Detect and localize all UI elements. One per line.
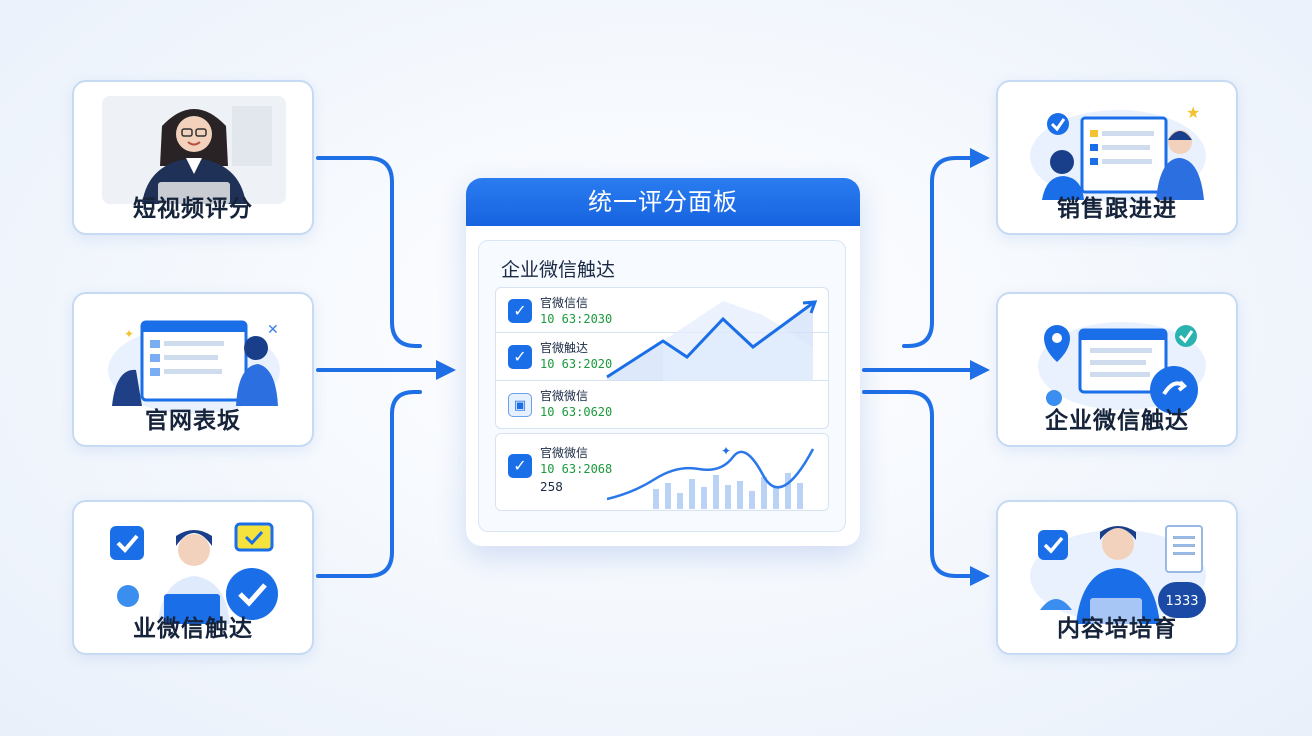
website-illustration: ✕ ✦ xyxy=(108,320,280,414)
wecom-illustration xyxy=(110,522,278,624)
wecom-reach-illustration xyxy=(1038,322,1206,414)
input-card-short-video: 短视频评分 xyxy=(72,80,314,235)
check-icon: ✓ xyxy=(508,345,532,369)
row-name: 官微微信 xyxy=(540,389,589,403)
trend-line-chart xyxy=(606,300,818,381)
panel-title: 统一评分面板 xyxy=(466,178,860,226)
output-card-wecom: 企业微信触达 xyxy=(996,292,1238,447)
svg-text:✦: ✦ xyxy=(721,444,731,458)
sales-illustration: ★ xyxy=(1030,103,1206,202)
score-row[interactable]: ▣ 官微微信 10 63:0620 xyxy=(495,381,829,429)
connector-input-1 xyxy=(316,156,422,348)
row-value: 10 63:2020 xyxy=(540,357,613,371)
output-label: 内容培培育 xyxy=(1057,616,1177,642)
svg-text:✦: ✦ xyxy=(124,327,134,341)
presenter-photo xyxy=(102,96,286,204)
panel-content: 企业微信触达 ✓ 官微信信 10 63:2030 ✓ 官微触达 10 63:20… xyxy=(478,240,846,532)
row-value: 10 63:0620 xyxy=(540,405,613,419)
input-card-wecom: 业微信触达 xyxy=(72,500,314,655)
connector-input-3 xyxy=(316,390,422,578)
check-icon: ✓ xyxy=(508,454,532,478)
connector-output-3 xyxy=(862,390,990,586)
row-name: 官微微信 xyxy=(540,446,589,460)
output-card-sales: ★ 销售跟进进 xyxy=(996,80,1238,235)
score-row[interactable]: ✓ 官微微信 10 63:2068 258 xyxy=(495,433,829,511)
svg-text:★: ★ xyxy=(1186,103,1200,122)
input-label: 业微信触达 xyxy=(133,616,253,642)
image-icon: ▣ xyxy=(508,393,532,417)
output-label: 企业微信触达 xyxy=(1045,408,1189,434)
content-nurture-illustration: 1333 xyxy=(1030,525,1206,624)
row-extra: 258 xyxy=(540,480,563,494)
input-label: 短视频评分 xyxy=(133,196,253,222)
svg-text:✕: ✕ xyxy=(267,322,279,338)
row-name: 官微触达 xyxy=(540,341,589,355)
input-card-website: ✕ ✦ 官网表坂 xyxy=(72,292,314,447)
row-value: 10 63:2030 xyxy=(540,312,613,326)
connector-output-1 xyxy=(902,148,990,348)
check-icon: ✓ xyxy=(508,299,532,323)
output-label: 销售跟进进 xyxy=(1057,196,1177,222)
section-title: 企业微信触达 xyxy=(501,259,616,281)
row-value: 10 63:2068 xyxy=(540,462,613,476)
input-label: 官网表坂 xyxy=(145,408,241,434)
output-card-content: 1333 内容培培育 xyxy=(996,500,1238,655)
row-name: 官微信信 xyxy=(540,296,589,310)
bar-line-chart: ✦ xyxy=(606,444,815,509)
unified-score-panel: 统一评分面板 企业微信触达 ✓ 官微信信 10 63:2030 ✓ 官微触达 1… xyxy=(466,178,860,546)
counter-badge: 1333 xyxy=(1165,594,1198,609)
